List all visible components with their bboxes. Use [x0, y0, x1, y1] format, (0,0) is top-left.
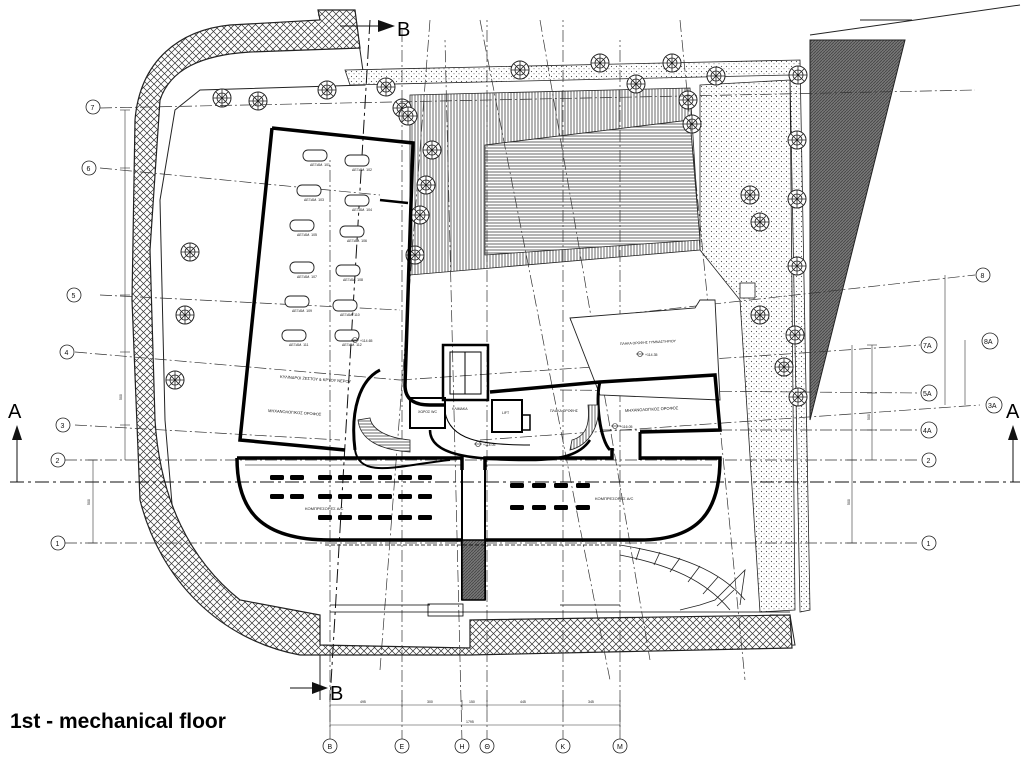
grid-right-2: 2: [927, 458, 931, 465]
room-label-wc: ΧΩΡΟΣ WC: [418, 410, 437, 414]
dim-bottom-5: 345: [588, 700, 594, 704]
tank-label-7: ΔΕΞΑΜ. 107: [297, 275, 317, 279]
roof-hatching: [409, 87, 701, 276]
level-2: +114.05: [483, 443, 496, 447]
grid-left-7: 7: [91, 105, 95, 112]
tank-label-8: ΔΕΞΑΜ. 108: [343, 278, 363, 282]
room-label-mech-right: ΜΗΧΑΝΟΛΟΓΙΚΟΣ ΟΡΟΦΟΣ: [625, 405, 679, 413]
grid-left-5: 5: [72, 293, 76, 300]
dim-bottom-4: 445: [520, 700, 526, 704]
grid-right-8a: 8A: [984, 339, 993, 346]
dim-bottom-3: 150: [469, 700, 475, 704]
grid-right-8: 8: [981, 273, 985, 280]
grid-bottom-m: M: [617, 744, 623, 751]
grid-right-5a: 5A: [923, 391, 932, 398]
room-label-roof-slab: ΠΛΑΚΑ ΟΡΟΦΗΣ: [550, 409, 579, 413]
tank-label-2: ΔΕΞΑΜ. 102: [352, 168, 372, 172]
dimension-chain-left: [88, 109, 130, 544]
core-stair-arc: [357, 417, 411, 453]
grid-bubbles-left: 7 6 5 4 3 2 1: [50, 99, 101, 551]
tank-label-6: ΔΕΞΑΜ. 106: [347, 239, 367, 243]
outdoor-stairs: [619, 544, 746, 611]
dim-right-1: 500: [847, 499, 851, 505]
dimension-chain-bottom: [329, 700, 621, 730]
section-b-top-label: B: [397, 19, 410, 41]
grid-bubbles-bottom: B E H Θ K M: [322, 738, 628, 754]
compressors-right: [510, 483, 590, 510]
grid-bubbles-right: 8 8A 7A 5A 3A 4A 2 1: [920, 267, 1003, 551]
grid-left-4: 4: [65, 350, 69, 357]
dimension-chain-right: [847, 275, 966, 544]
tank-label-4: ΔΕΞΑΜ. 104: [352, 208, 372, 212]
room-label-lift: LIFT: [502, 411, 510, 415]
dim-bottom-1: 495: [360, 700, 366, 704]
grid-left-2: 2: [56, 458, 60, 465]
dim-left-1: 500: [87, 499, 91, 505]
tank-label-11: ΔΕΞΑΜ. 111: [289, 343, 309, 347]
dim-bottom-2: 300: [427, 700, 433, 704]
room-label-mech-left: ΜΗΧΑΝΟΛΟΓΙΚΟΣ ΟΡΟΦΟΣ: [268, 408, 322, 417]
core-stair-arc-right: [569, 404, 599, 451]
grid-bottom-h: H: [460, 744, 465, 751]
grid-bottom-e: E: [400, 744, 405, 751]
grid-bottom-b: B: [328, 744, 333, 751]
section-line-a: [10, 425, 1020, 483]
gym-roof: [569, 282, 756, 401]
grid-left-3: 3: [61, 423, 65, 430]
grid-right-4a: 4A: [923, 428, 932, 435]
grid-bottom-theta: Θ: [485, 744, 491, 751]
tank-label-3: ΔΕΞΑΜ. 103: [304, 198, 324, 202]
grid-bottom-k: K: [561, 744, 566, 751]
room-label-stair: ΚΛΙΜΑΚΑ: [452, 407, 468, 411]
tank-label-1: ΔΕΞΑΜ. 101: [310, 163, 330, 167]
section-b-bottom-label: B: [330, 683, 343, 705]
perimeter-pavement: [131, 9, 793, 656]
compressors-left: [270, 475, 432, 520]
level-1: +114.65: [360, 339, 373, 343]
section-a-left-label: A: [8, 401, 22, 423]
grid-right-7a: 7A: [923, 343, 932, 350]
section-line-b: [290, 19, 395, 701]
dim-left-2: 500: [119, 394, 123, 400]
level-marks: [351, 337, 644, 447]
tank-label-12: ΔΕΞΑΜ. 112: [342, 343, 362, 347]
room-label-tanks: ΚΥΛΙΝΔΡΟΙ ΖΕΣΤΟΥ & ΚΡΥΟΥ ΝΕΡΟΥ: [280, 374, 352, 384]
grid-right-1: 1: [927, 541, 931, 548]
tank-label-9: ΔΕΞΑΜ. 109: [292, 309, 312, 313]
tank-label-5: ΔΕΞΑΜ. 105: [297, 233, 317, 237]
level-3: +114.35: [645, 353, 658, 357]
level-4: +116.05: [620, 425, 633, 429]
room-label-gym-roof: ΠΛΑΚΑ ΟΡΟΦΗΣ ΓΥΜΝΑΣΤΗΡΙΟΥ: [620, 339, 677, 346]
tank-label-10: ΔΕΞΑΜ. 110: [340, 313, 360, 317]
water-tanks: [281, 149, 370, 342]
dim-right-2: 500: [867, 414, 871, 420]
tank-labels: ΔΕΞΑΜ. 101 ΔΕΞΑΜ. 102 ΔΕΞΑΜ. 103 ΔΕΞΑΜ. …: [289, 163, 372, 347]
room-label-compressors-left: ΚΟΜΠΡΕΣΟΡΕΣ A/C: [305, 506, 343, 511]
building-walls: [235, 126, 790, 617]
room-label-compressors-right: ΚΟΜΠΡΕΣΟΡΕΣ A/C: [595, 496, 633, 501]
dim-bottom-total: 1795: [466, 720, 474, 724]
drawing-caption: 1st - mechanical floor: [10, 710, 226, 733]
grid-right-3a: 3A: [988, 403, 997, 410]
grid-left-6: 6: [87, 166, 91, 173]
section-a-right-label: A: [1006, 401, 1020, 423]
grid-left-1: 1: [56, 541, 60, 548]
